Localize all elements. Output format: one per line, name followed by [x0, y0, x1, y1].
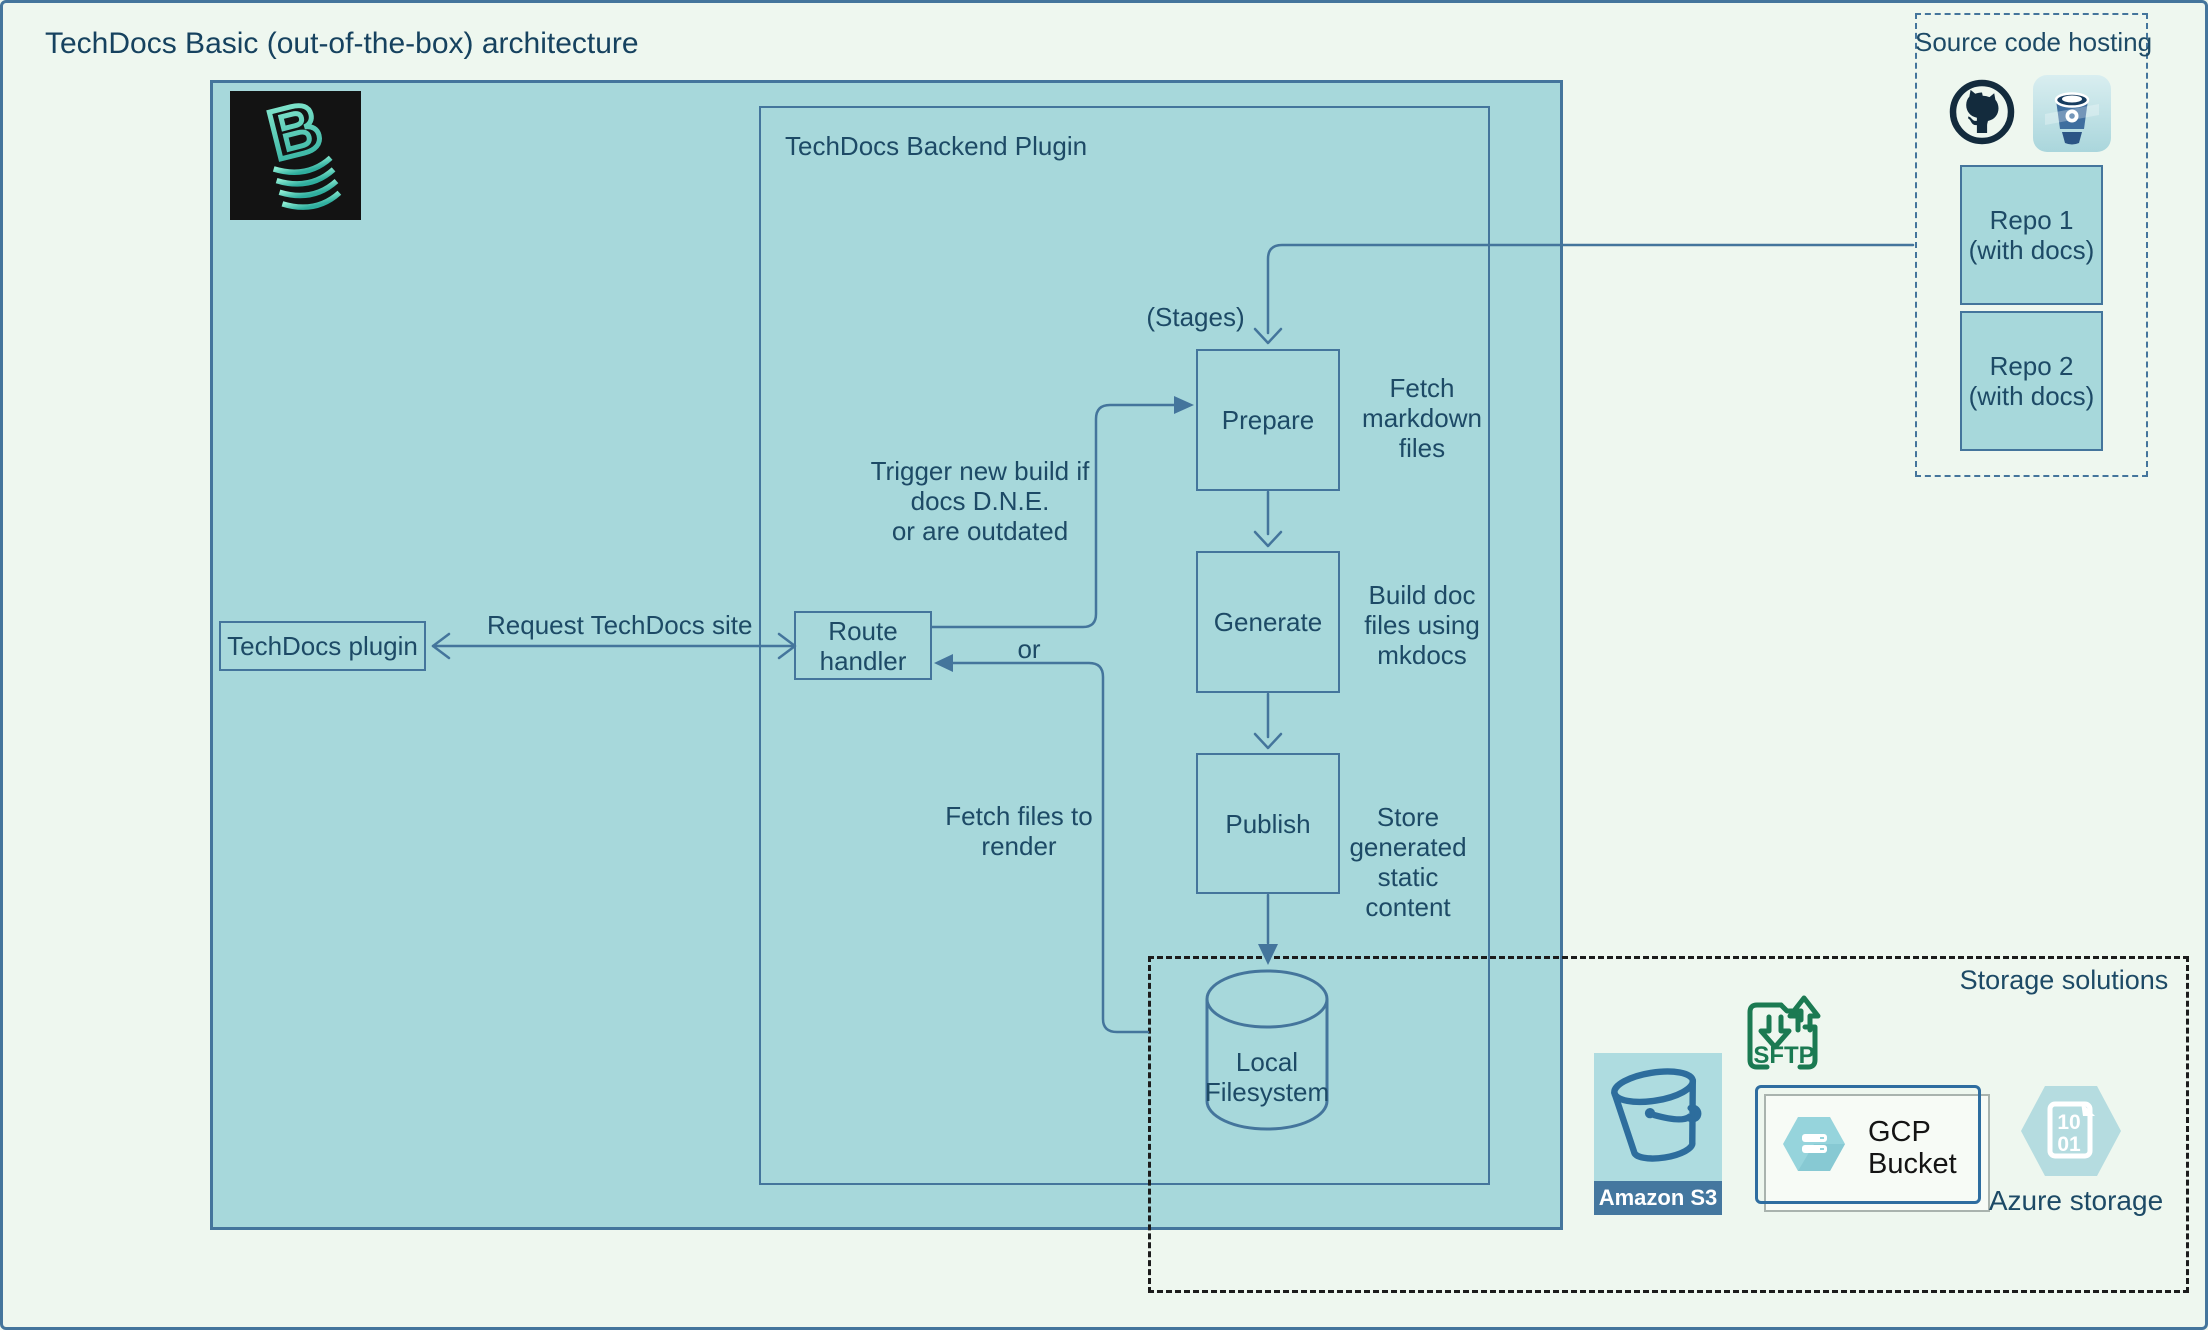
azure-doc-line1: 10: [2057, 1111, 2080, 1134]
local-filesystem-cylinder: [1205, 969, 1329, 1131]
node-local-filesystem-label: Local Filesystem: [1204, 1047, 1330, 1107]
gcp-hexagon-icon: [1783, 1117, 1845, 1171]
node-generate: Generate: [1196, 551, 1340, 693]
gcp-bucket-card: [1755, 1085, 1981, 1204]
storage-solutions-label: Storage solutions: [1959, 965, 2169, 995]
node-publish: Publish: [1196, 753, 1340, 894]
node-route-handler: Route handler: [794, 611, 932, 680]
sftp-label: SFTP: [1753, 1042, 1814, 1069]
repo-1-box: Repo 1 (with docs): [1960, 165, 2103, 305]
node-techdocs-plugin: TechDocs plugin: [219, 621, 426, 671]
annotation-build-docs: Build doc files using mkdocs: [1364, 580, 1480, 670]
storage-solutions-box: [1148, 956, 2189, 1293]
repo-2-box: Repo 2 (with docs): [1960, 311, 2103, 451]
edge-label-trigger: Trigger new build if docs D.N.E. or are …: [870, 456, 1090, 546]
amazon-s3-widget: Amazon S3: [1594, 1053, 1722, 1215]
gcp-bucket-label: GCP Bucket: [1868, 1116, 1957, 1180]
source-code-hosting-label: Source code hosting: [1915, 27, 2153, 57]
azure-storage-icon: 10 01: [2021, 1086, 2121, 1176]
source-code-hosting-box: [1915, 13, 2148, 477]
edge-label-fetch-files: Fetch files to render: [945, 801, 1093, 861]
azure-storage-label: Azure storage: [1988, 1185, 2164, 1216]
backend-plugin-label: TechDocs Backend Plugin: [785, 131, 1088, 161]
bitbucket-icon: [2033, 75, 2111, 152]
sftp-icon: SFTP: [1747, 995, 1821, 1070]
backstage-logo: B: [230, 91, 361, 220]
edge-label-or: or: [1017, 634, 1041, 664]
node-prepare: Prepare: [1196, 349, 1340, 491]
edge-label-request: Request TechDocs site: [487, 610, 753, 640]
stages-label: (Stages): [1146, 302, 1245, 332]
backstage-logo-bg: [230, 91, 361, 220]
annotation-fetch-markdown: Fetch markdown files: [1362, 373, 1482, 463]
annotation-store-content: Store generated static content: [1349, 802, 1467, 922]
s3-bucket-icon: [1611, 1068, 1702, 1162]
github-icon: [1949, 79, 2015, 145]
page-title: TechDocs Basic (out-of-the-box) architec…: [45, 27, 639, 60]
azure-doc-line2: 01: [2057, 1133, 2081, 1156]
amazon-s3-label: Amazon S3: [1594, 1181, 1722, 1215]
